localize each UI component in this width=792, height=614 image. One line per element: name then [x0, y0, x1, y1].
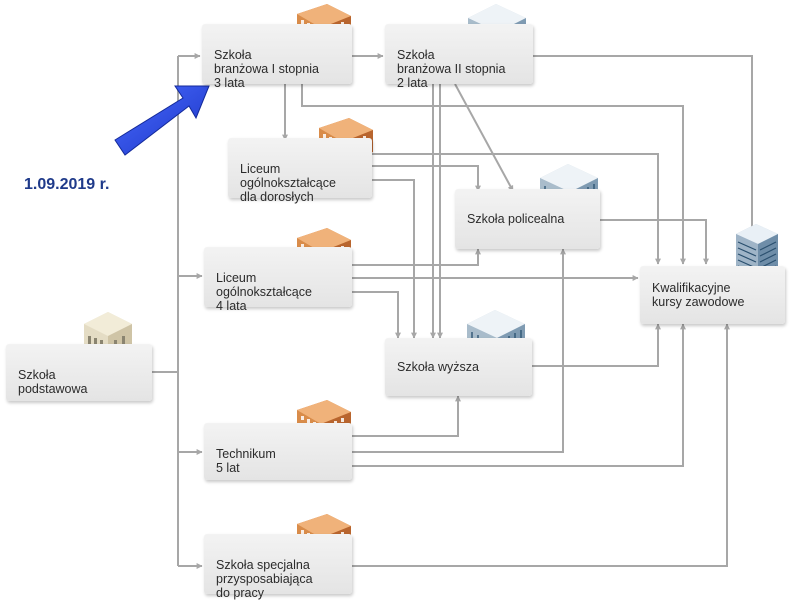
connector-technikum-wyzsza [352, 395, 461, 437]
node-label: Liceum ogólnokształcące dla dorosłych [240, 162, 336, 204]
connectors [152, 53, 755, 569]
node-label: Szkoła wyższa [397, 360, 479, 374]
connector-liceum-doroslych-wyzsza [372, 179, 417, 339]
big-blue-arrow-icon [114, 85, 210, 156]
connector-technikum-policealna [352, 248, 566, 453]
node-szkola-wyzsza: Szkoła wyższa [385, 338, 532, 396]
node-label: Liceum ogólnokształcące 4 lata [216, 271, 312, 313]
connector-policealna-kkz [600, 219, 709, 265]
node-branzowa-2: Szkoła branżowa II stopnia 2 lata [385, 24, 533, 90]
node-label: Szkoła podstawowa [18, 368, 88, 396]
node-label: Szkoła branżowa I stopnia 3 lata [214, 48, 319, 90]
date-label: 1.09.2019 r. [24, 176, 110, 193]
connector-specjalna-kkz [352, 323, 730, 567]
connector-technikum-kkz [352, 323, 686, 467]
connector-branzowa2-policealna [454, 83, 514, 192]
connector-branzowa2-kkz [533, 55, 755, 265]
connector-wyzsza-kkz [532, 323, 661, 367]
node-label: Szkoła policealna [467, 212, 565, 226]
connector-liceum-doroslych-policealna [372, 165, 481, 192]
node-kkz: Kwalifikacyjne kursy zawodowe [640, 266, 785, 324]
connector-liceum-doroslych-kkz [372, 153, 661, 265]
node-szkola-policealna: Szkoła policealna [455, 189, 600, 249]
node-branzowa-1: Szkoła branżowa I stopnia 3 lata [202, 24, 352, 90]
connector-liceum4-wyzsza [352, 291, 401, 339]
connector-liceum4-policealna [352, 248, 481, 266]
node-technikum: Technikum 5 lat [204, 423, 352, 480]
node-label: Kwalifikacyjne kursy zawodowe [652, 281, 745, 309]
node-szkola-specjalna: Szkoła specjalna przysposabiająca do pra… [204, 534, 352, 600]
connector-branzowa1-kkz [301, 84, 686, 265]
node-szkola-podstawowa: Szkoła podstawowa [6, 344, 152, 401]
node-liceum-4: Liceum ogólnokształcące 4 lata [204, 247, 352, 313]
node-label: Szkoła branżowa II stopnia 2 lata [397, 48, 506, 90]
node-label: Szkoła specjalna przysposabiająca do pra… [216, 558, 313, 600]
node-liceum-doroslych: Liceum ogólnokształcące dla dorosłych [228, 138, 372, 204]
node-label: Technikum 5 lat [216, 447, 276, 475]
